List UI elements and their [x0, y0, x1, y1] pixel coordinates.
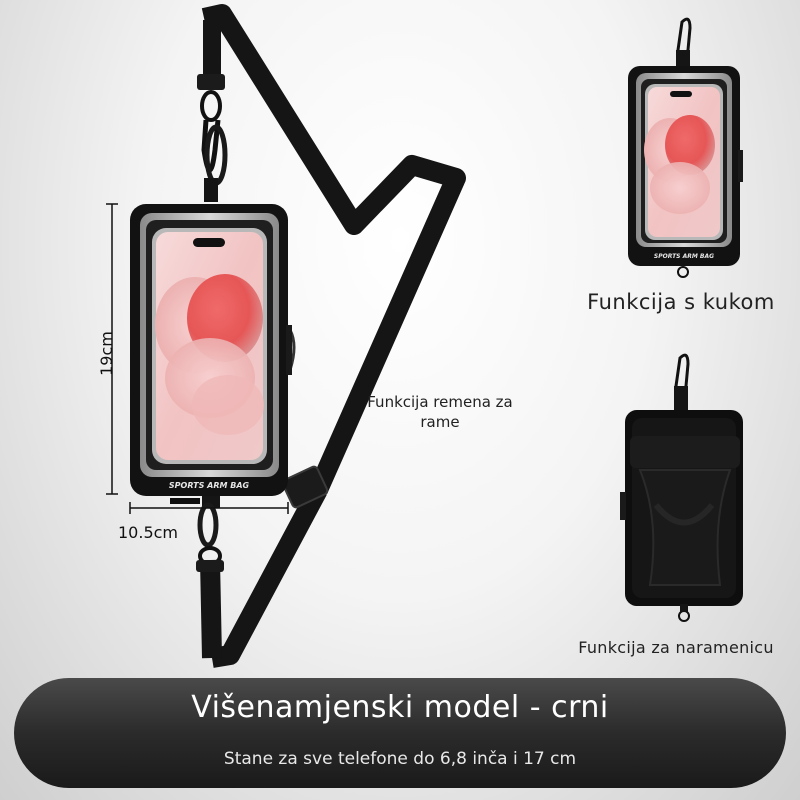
- brand-text-main: SPORTS ARM BAG: [169, 481, 250, 490]
- banner-subtitle: Stane za sve telefone do 6,8 inča i 17 c…: [223, 749, 577, 769]
- phone-bag-back: [620, 353, 743, 622]
- phone-bag-main: [130, 204, 296, 504]
- brand-text-hook: SPORTS ARM BAG: [654, 253, 714, 260]
- banner-title: Višenamjenski model - crni: [191, 690, 609, 725]
- phone-bag-hook: [628, 17, 743, 278]
- hook-function-label: Funkcija s kukom: [587, 290, 775, 314]
- shoulder-strap: [200, 4, 466, 668]
- height-dimension-label: 19cm: [96, 331, 116, 376]
- top-carabiner: [197, 74, 228, 202]
- strap-function-label: Funkcija za naramenicu: [578, 638, 774, 657]
- width-dimension-line: [129, 502, 289, 514]
- info-banner: [14, 678, 786, 788]
- width-dimension-label: 10.5cm: [118, 523, 179, 542]
- bottom-carabiner: [196, 494, 224, 572]
- height-dimension-line: [106, 203, 118, 495]
- strap-buckle: [281, 465, 329, 509]
- shoulder-strap-label: Funkcija remena za rame: [367, 393, 513, 431]
